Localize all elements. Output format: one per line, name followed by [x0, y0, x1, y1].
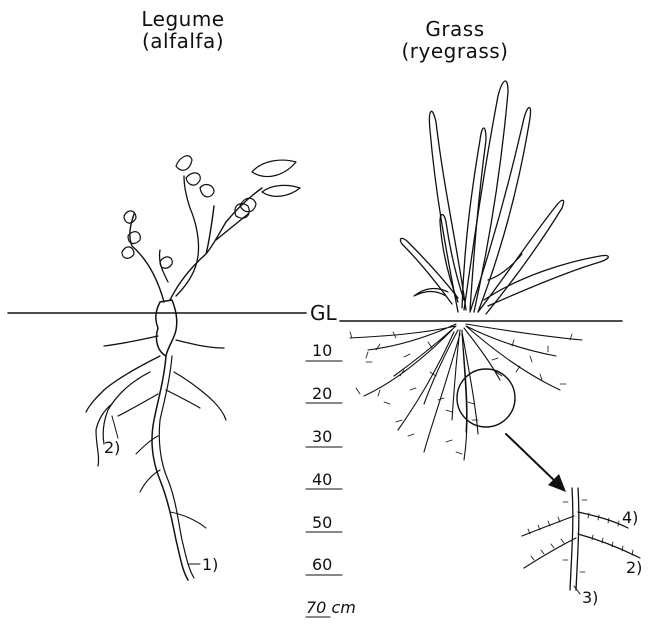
callout-3: 3) — [582, 588, 598, 607]
callout-3-line — [574, 586, 580, 594]
alfalfa-lateral-root — [136, 436, 158, 454]
callout-4: 4) — [622, 508, 638, 527]
alfalfa-leaf — [160, 257, 172, 268]
alfalfa-lateral-root — [176, 340, 224, 348]
ryegrass-plant — [350, 81, 640, 594]
depth-label-60: 60 — [312, 555, 332, 574]
callout-1: 1) — [202, 555, 218, 574]
alfalfa-lateral-root — [166, 390, 200, 408]
alfalfa-lateral-root — [118, 394, 158, 416]
alfalfa-crown — [156, 300, 177, 356]
callout-2-legume: 2) — [104, 438, 120, 457]
callout-2-grass: 2) — [626, 558, 642, 577]
alfalfa-leaf — [122, 247, 134, 258]
alfalfa-shoot-left — [130, 214, 164, 302]
grass-blade — [484, 255, 608, 306]
depth-label-50: 50 — [312, 513, 332, 532]
grass-root-hairs — [350, 332, 572, 454]
depth-label-20: 20 — [312, 384, 332, 403]
depth-label-70cm: 70 cm — [306, 598, 356, 617]
alfalfa-leaf — [186, 173, 200, 185]
grass-blade — [478, 200, 564, 314]
ground-level-label: GL — [310, 301, 337, 325]
alfalfa-lateral-root — [103, 372, 150, 444]
alfalfa-shoot-right — [170, 188, 262, 300]
grass-blade — [464, 81, 508, 312]
alfalfa-lateral-root — [174, 372, 226, 420]
alfalfa-lateral-root — [86, 356, 160, 412]
depth-label-40: 40 — [312, 470, 332, 489]
depth-label-30: 30 — [312, 427, 332, 446]
alfalfa-lateral-root — [104, 336, 158, 346]
alfalfa-plant — [86, 156, 300, 580]
enlarged-root-hairs — [528, 500, 633, 572]
alfalfa-leaf — [200, 185, 214, 197]
grass-blade — [400, 238, 458, 304]
callout-2-line — [112, 416, 118, 438]
grass-blade — [462, 128, 486, 310]
alfalfa-taproot — [152, 356, 188, 580]
alfalfa-lateral-root — [170, 512, 206, 528]
grass-fibrous-roots — [350, 324, 582, 460]
magnify-arrow — [506, 434, 558, 484]
alfalfa-shoot-mid — [176, 176, 199, 296]
alfalfa-leaf — [262, 185, 300, 196]
alfalfa-leaf — [124, 211, 136, 223]
alfalfa-leaf — [235, 204, 249, 218]
alfalfa-leaf — [252, 160, 296, 176]
alfalfa-leaf — [176, 156, 192, 171]
depth-label-10: 10 — [312, 341, 332, 360]
